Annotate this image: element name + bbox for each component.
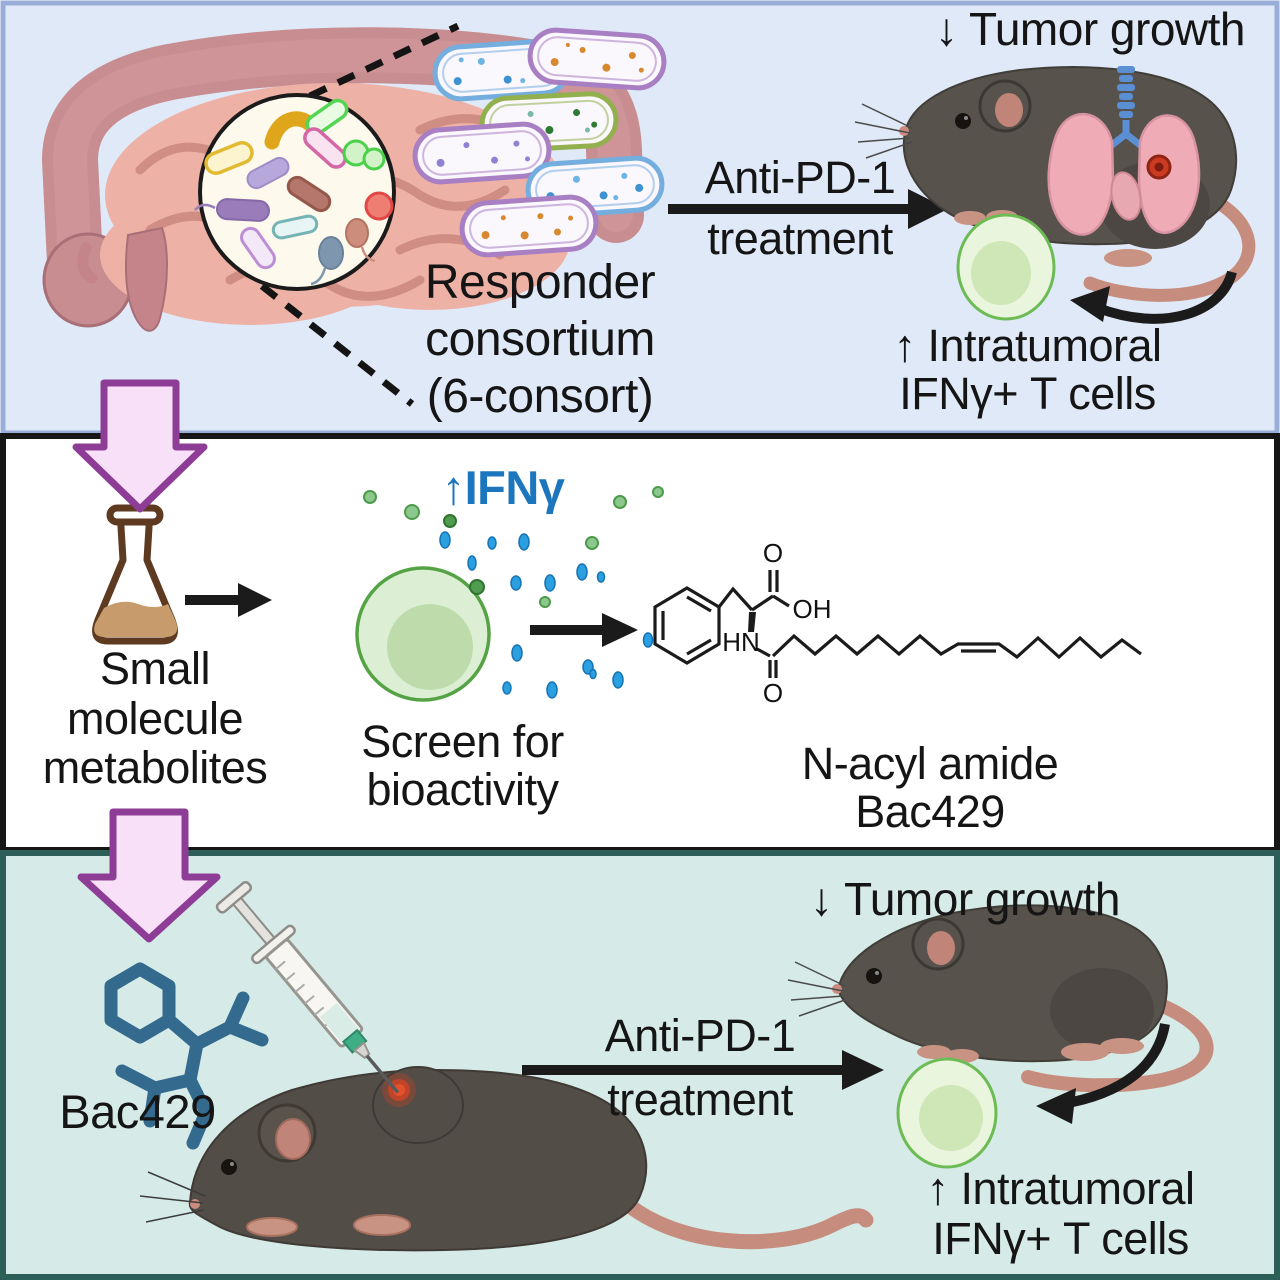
bacterium-violet-rod-icon	[240, 226, 276, 270]
bac429-molecule-icon	[104, 962, 269, 1150]
treatment-label-bottom-line1: Anti-PD-1	[604, 1010, 796, 1061]
ifng-label: ↑IFNγ	[441, 461, 565, 514]
mouse-eye	[866, 968, 882, 984]
bacteria-capsule-purple-icon	[412, 121, 552, 185]
screen-label: Screen for bioactivity	[361, 716, 564, 816]
curved-arrow-top	[1070, 270, 1237, 324]
curved-arrow-bottom	[1036, 1023, 1170, 1124]
tumor-growth-text: ↓ Tumor growth	[935, 3, 1246, 55]
bacterium-red-rod-icon	[286, 175, 332, 213]
down-arrow-icon-2	[77, 808, 221, 943]
atom-label-o-bottom: O	[763, 678, 783, 708]
mouse-eye	[955, 113, 971, 129]
tcell-label-top: ↑ Intratumoral IFNγ+ T cells	[893, 320, 1162, 419]
bacterium-teal-rod-icon	[271, 214, 319, 240]
arrow-cell-to-structure	[530, 613, 638, 647]
mouse-nose	[190, 1199, 200, 1209]
middle-panel-background	[0, 433, 1280, 853]
mouse-injection-icon	[139, 1066, 874, 1252]
tcell-icon-middle	[355, 566, 491, 702]
arrow-flask-to-cell	[185, 583, 272, 617]
bacterium-coccus-icon	[364, 191, 394, 221]
responder-consortium-capsules	[412, 27, 667, 258]
down-arrow-icon-1	[72, 379, 208, 513]
atom-label-o-top: O	[763, 538, 783, 568]
bacterium-yellow-rod-icon	[204, 141, 254, 175]
needle	[365, 1054, 400, 1094]
atom-label-oh: OH	[793, 594, 832, 624]
nacyl-amide-label: N-acyl amide Bac429	[801, 738, 1059, 838]
bacterium-blue-oval-icon	[318, 236, 344, 270]
treatment-label-bottom-line2: treatment	[607, 1074, 793, 1125]
syringe-icon	[215, 880, 400, 1094]
tumor-growth-label-bottom: ↓ Tumor growth	[810, 873, 1121, 925]
tcell-label-bottom: ↑ Intratumoral IFNγ+ T cells	[926, 1163, 1195, 1264]
mouse-tail	[610, 1188, 874, 1250]
bacterium-purple-rod-icon	[216, 198, 270, 222]
treatment-label-top-line2: treatment	[707, 213, 893, 264]
mouse-ear	[995, 93, 1023, 127]
bacteria-capsule-purple-icon	[459, 194, 599, 258]
bac429-label: Bac429	[59, 1085, 216, 1138]
mouse-eye	[221, 1159, 237, 1175]
treatment-arrow-top	[668, 189, 948, 229]
tcell-icon-bottom	[896, 1057, 998, 1169]
tumor-growth-label-top: ↓ Tumor growth	[890, 2, 1280, 56]
mouse-nose	[899, 126, 909, 136]
microbiome-magnifier-icon	[194, 93, 396, 291]
ifng-droplet-icons	[363, 486, 664, 699]
chemical-structure-bac429: O OH HN O	[653, 538, 1142, 708]
consortium-label: Responder consortium (6-consort)	[424, 256, 656, 424]
bacterium-pink-rod-icon	[303, 127, 347, 169]
bacteria-capsule-purple-icon	[527, 27, 667, 91]
atom-label-hn: HN	[722, 627, 760, 657]
metabolites-label: Small molecule metabolites	[42, 643, 268, 793]
flask-icon	[92, 504, 178, 645]
treatment-label-top-line1: Anti-PD-1	[704, 152, 896, 203]
mouse-ear	[927, 931, 955, 965]
mouse-tail	[1021, 997, 1214, 1093]
zoom-connector-dashes	[259, 22, 460, 407]
treatment-arrow-bottom	[522, 1050, 884, 1090]
mouse-treated-icon	[787, 904, 1214, 1093]
bacterium-salmon-oval-icon	[345, 218, 369, 248]
mouse-lung-tumor-icon	[854, 66, 1256, 302]
lungs-icon	[1047, 66, 1201, 236]
mouse-nose	[832, 984, 842, 994]
mouse-ear	[275, 1118, 311, 1160]
tcell-icon-top	[956, 213, 1056, 321]
bacterium-lavender-rod-icon	[246, 156, 290, 190]
